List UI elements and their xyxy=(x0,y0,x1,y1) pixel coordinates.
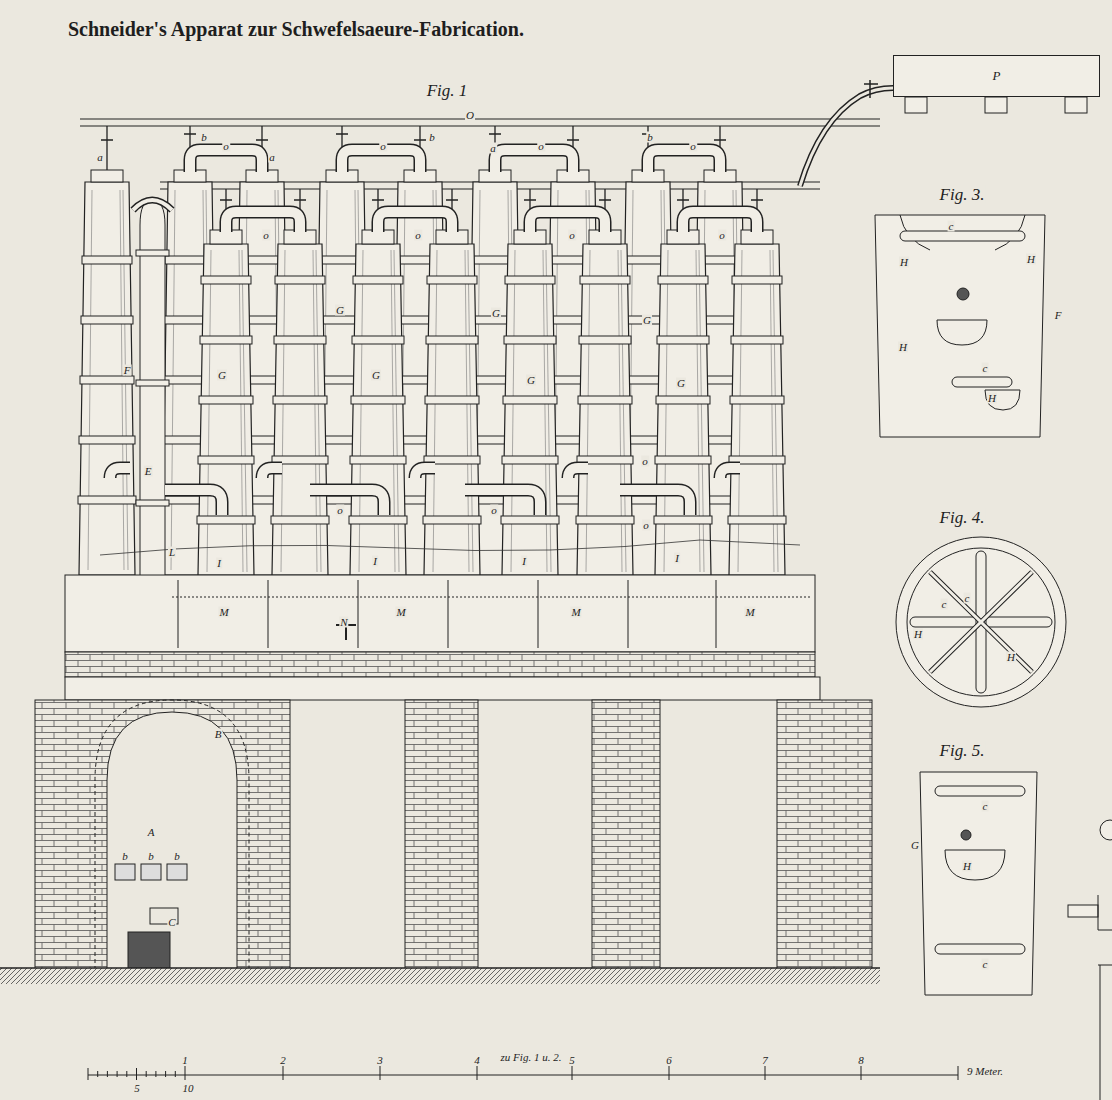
tank-letter: P xyxy=(993,68,1001,84)
part-letter: N xyxy=(339,617,348,628)
part-letter: M xyxy=(570,607,581,618)
part-letter: I xyxy=(674,553,680,564)
part-letter: 5 xyxy=(568,1055,576,1066)
part-letter: b xyxy=(147,851,155,862)
part-letter: H xyxy=(962,861,972,872)
figure-caption: Fig. 3. xyxy=(939,186,986,203)
part-letter: G xyxy=(526,375,536,386)
part-letter: b xyxy=(121,851,129,862)
part-letter: H xyxy=(913,629,923,640)
part-letter: O xyxy=(465,110,475,121)
part-letter: o xyxy=(537,141,545,152)
part-letter: G xyxy=(642,315,652,326)
part-letter: a xyxy=(268,152,276,163)
figure-caption: Fig. 4. xyxy=(939,509,986,526)
part-letter: c xyxy=(941,599,948,610)
part-letter: G xyxy=(217,370,227,381)
part-letter: b xyxy=(200,132,208,143)
part-letter: 10 xyxy=(182,1083,195,1094)
part-letter: c xyxy=(982,363,989,374)
part-letter: A xyxy=(147,827,156,838)
part-letter: G xyxy=(371,370,381,381)
part-letter: L xyxy=(168,547,176,558)
part-letter: E xyxy=(144,466,153,477)
part-letter: a xyxy=(96,152,104,163)
part-letter: c xyxy=(982,959,989,970)
plate-title: Schneider's Apparat zur Schwefelsaeure-F… xyxy=(68,18,524,41)
part-letter: o xyxy=(718,230,726,241)
part-letter: o xyxy=(336,505,344,516)
part-letter: 5 xyxy=(133,1083,141,1094)
part-letter: H xyxy=(899,257,909,268)
part-letter: I xyxy=(372,556,378,567)
part-letter: G xyxy=(335,305,345,316)
part-letter: o xyxy=(641,456,649,467)
part-letter: 3 xyxy=(376,1055,384,1066)
part-letter: M xyxy=(395,607,406,618)
part-letter: a xyxy=(489,143,497,154)
part-letter: H xyxy=(987,393,997,404)
part-letter: F xyxy=(123,365,132,376)
part-letter: o xyxy=(222,141,230,152)
part-letter: c xyxy=(982,801,989,812)
part-letter: c xyxy=(948,221,955,232)
part-letter: o xyxy=(262,230,270,241)
part-letter: 4 xyxy=(473,1055,481,1066)
part-letter: o xyxy=(689,141,697,152)
part-letter: F xyxy=(1054,310,1063,321)
part-letter: 2 xyxy=(279,1055,287,1066)
part-letter: H xyxy=(1026,254,1036,265)
part-letter: 9 Meter. xyxy=(966,1066,1004,1077)
part-letter: 6 xyxy=(665,1055,673,1066)
part-letter: H xyxy=(898,342,908,353)
part-letter: c xyxy=(964,593,971,604)
part-letter: G xyxy=(491,308,501,319)
part-letter: C xyxy=(167,917,176,928)
part-letter: I xyxy=(521,556,527,567)
part-letter: zu Fig. 1 u. 2. xyxy=(500,1052,563,1063)
figure-caption: Fig. 5. xyxy=(939,742,986,759)
part-letter: o xyxy=(490,505,498,516)
part-letter: o xyxy=(642,520,650,531)
part-letter: G xyxy=(910,840,920,851)
part-letter: o xyxy=(568,230,576,241)
part-letter: 1 xyxy=(181,1055,189,1066)
part-letter: I xyxy=(216,558,222,569)
part-letter: o xyxy=(379,141,387,152)
part-letter: G xyxy=(676,378,686,389)
part-letter: M xyxy=(218,607,229,618)
part-letter: B xyxy=(214,729,223,740)
part-letter: M xyxy=(744,607,755,618)
part-letter: H xyxy=(1006,652,1016,663)
part-letter: o xyxy=(414,230,422,241)
part-letter: b xyxy=(173,851,181,862)
figure-caption: Fig. 1 xyxy=(426,82,469,99)
part-letter: b xyxy=(428,132,436,143)
part-letter: 7 xyxy=(761,1055,769,1066)
part-letter: 8 xyxy=(857,1055,865,1066)
tank-box: P xyxy=(893,55,1100,97)
part-letter: b xyxy=(646,132,654,143)
